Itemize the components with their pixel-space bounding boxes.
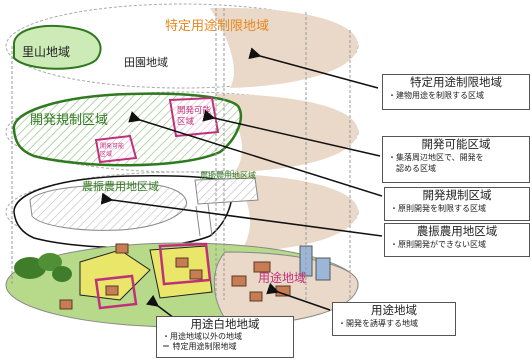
callout-kanou: 開発可能区域 ・集落周辺地区で、開発を 認める区域	[382, 136, 530, 183]
callout-youto: 用途地域 ・開発を誘導する地域	[332, 302, 456, 336]
callout-shiro-title: 用途白地地域	[190, 317, 260, 331]
layer-tokutei-title: 特定用途制限地域	[165, 18, 269, 34]
callout-shiro-desc1: ・用途地域以外の地域	[162, 332, 242, 341]
callout-kisei-title: 開発規制区域	[422, 188, 492, 202]
kanou-small-line2: 区域	[100, 150, 112, 158]
satoyama-label: 里山地域	[22, 45, 70, 59]
callout-youto-title: 用途地域	[371, 303, 417, 317]
callout-kanou-desc1: ・集落周辺地区で、開発を	[388, 153, 484, 162]
callout-youto-desc: ・開発を誘導する地域	[338, 319, 418, 328]
kanou-area-large	[168, 96, 220, 138]
satoyama-region	[12, 25, 102, 70]
callout-shiro: 用途白地地域 ・用途地域以外の地域 ＝ 特定用途制限地域	[156, 316, 294, 358]
callout-kisei-desc: ・原則開発を制限する区域	[390, 204, 486, 213]
callout-tokutei-title: 特定用途制限地域	[410, 75, 502, 89]
kanou-ring-large	[158, 242, 212, 286]
kanou-small-line1: 開発可能	[100, 142, 124, 150]
callout-tokutei-desc: ・建物用途を制限する区域	[388, 91, 484, 100]
callout-nouyou-desc: ・原則開発ができない区域	[390, 240, 486, 249]
kanou-ring-small	[94, 274, 138, 310]
kanou-large-line1: 開発可能	[177, 105, 212, 116]
nouyou-small-region	[194, 177, 259, 205]
callout-nouyou-title: 農振農用地区域	[416, 224, 498, 238]
guide-lines	[11, 8, 351, 300]
den-label: 田園地域	[124, 56, 168, 69]
callout-kanou-desc2: 認める区域	[388, 164, 436, 173]
callout-shiro-desc2: ＝ 特定用途制限地域	[162, 342, 237, 351]
nouyou-region	[29, 183, 187, 231]
nouyou-label: 農振農用地区域	[82, 179, 159, 193]
callout-nouyou: 農振農用地区域 ・原則開発ができない区域	[384, 223, 530, 257]
kisei-label: 開発規制区域	[30, 113, 108, 128]
kanou-area-small	[94, 134, 138, 164]
layer-kisei: 開発規制区域 開発可能 区域 開発可能 区域	[5, 91, 359, 173]
layer-landscape: 用途地域	[5, 242, 359, 328]
callout-tokutei: 特定用途制限地域 ・建物用途を制限する区域	[382, 74, 530, 110]
callout-kisei: 開発規制区域 ・原則開発を制限する区域	[384, 187, 530, 221]
nouyou-small-label: 農振農用地区域	[200, 170, 256, 180]
layer-nouyou: 農振農用地区域 農振農用地区域	[5, 170, 359, 253]
youto-area-label: 用途地域	[258, 270, 306, 285]
kanou-large-line2: 区域	[177, 116, 195, 127]
callout-kanou-title: 開発可能区域	[421, 137, 491, 151]
layer-tokutei: 特定用途制限地域 里山地域 田園地域	[5, 3, 359, 89]
